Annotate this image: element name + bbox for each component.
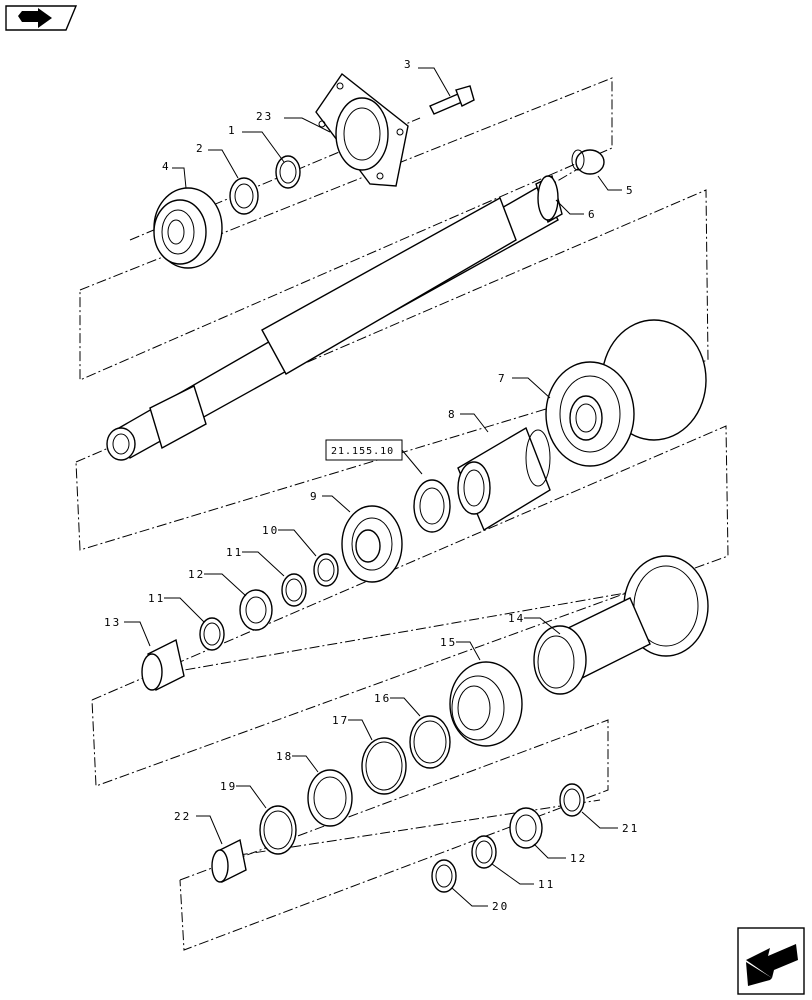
part-label-5: 5 [626,184,635,197]
ring-2 [229,177,259,215]
part-label-6: 6 [588,208,597,221]
sleeve [457,426,551,532]
snap-ring-20 [431,859,457,893]
reference-washer [413,479,451,533]
snap-ring-11-upper [281,573,307,607]
ring-17 [361,737,407,795]
snap-ring-1 [275,155,301,189]
snap-ring-11-left [199,617,225,651]
assembly-outlines [75,77,729,951]
part-label-4: 4 [162,160,171,173]
snap-ring-11-lower [471,835,497,869]
needle-bearing-22 [211,838,247,884]
part-label-17: 17 [332,714,349,727]
washer-12-upper [239,589,273,631]
part-label-11-left: 11 [148,592,165,605]
leader-lines [124,67,622,907]
part-label-15: 15 [440,636,457,649]
bushing [571,149,605,175]
snap-ring-21 [559,783,585,817]
ring-18 [307,769,353,827]
part-label-8: 8 [448,408,457,421]
part-label-19: 19 [220,780,237,793]
part-label-12-upper: 12 [188,568,205,581]
part-label-11-lower: 11 [538,878,555,891]
part-label-2: 2 [196,142,205,155]
part-label-11-upper: 11 [226,546,243,559]
reference-box-label: 21.155.10 [331,446,394,457]
bearing [153,187,223,269]
ring-16 [409,715,451,769]
part-label-1: 1 [228,124,237,137]
washer-12-lower [509,807,543,849]
part-label-12-lower: 12 [570,852,587,865]
part-label-7: 7 [498,372,507,385]
bolt [429,85,475,115]
snap-ring-10 [313,553,339,587]
part-label-22: 22 [174,810,191,823]
needle-bearing-13 [141,638,185,692]
part-label-3: 3 [404,58,413,71]
bearing-15 [449,661,523,747]
small-gear [341,505,403,583]
part-label-18: 18 [276,750,293,763]
output-shaft-gear [533,555,709,695]
double-gear [545,319,707,467]
main-shaft [106,174,563,461]
part-label-9: 9 [310,490,319,503]
flange-plate [315,72,409,187]
part-label-21: 21 [622,822,639,835]
part-label-23: 23 [256,110,273,123]
reference-box[interactable]: 21.155.10 [325,439,403,461]
ring-19 [259,805,297,855]
part-label-14: 14 [508,612,525,625]
back-navigation-arrow-icon[interactable] [5,5,78,31]
part-label-13: 13 [104,616,121,629]
next-page-arrow-icon[interactable] [737,927,805,995]
part-label-16: 16 [374,692,391,705]
part-label-20: 20 [492,900,509,913]
part-label-10: 10 [262,524,279,537]
